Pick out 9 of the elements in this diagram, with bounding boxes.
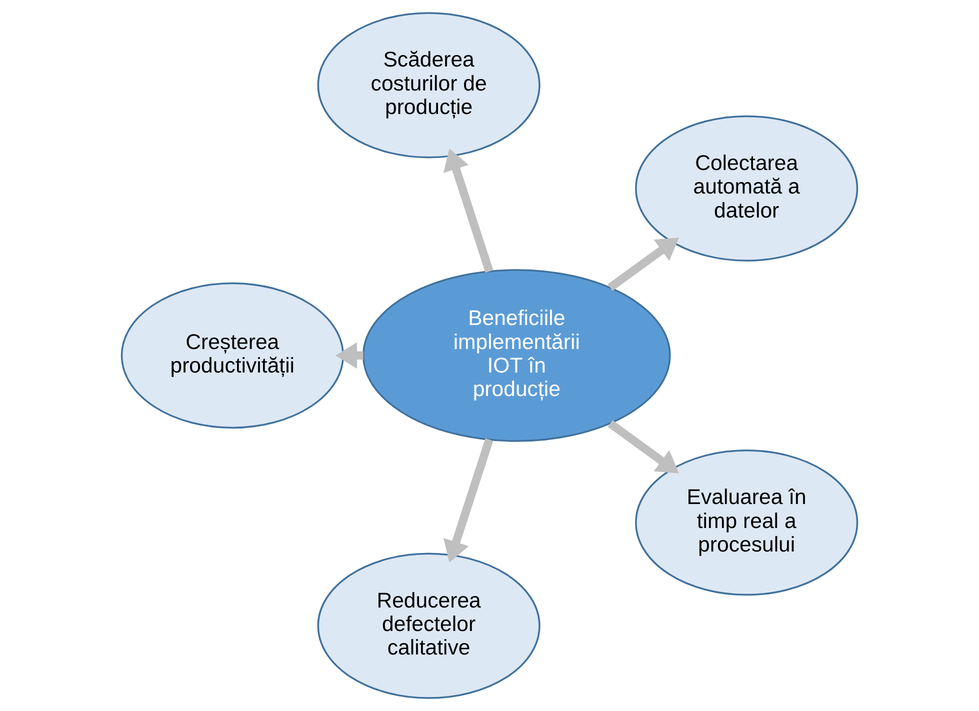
- arrow: [335, 342, 364, 369]
- arrow: [608, 420, 679, 474]
- node-ellipse: Beneficiile implementării IOT în producție: [362, 269, 671, 442]
- arrow: [608, 238, 679, 291]
- node-ellipse: Creșterea productivității: [120, 282, 344, 429]
- arrow: [443, 438, 494, 563]
- node-ellipse: Scăderea costurilor de producție: [317, 12, 540, 158]
- arrow: [443, 148, 494, 273]
- node-ellipse: Reducerea defectelor calitative: [317, 552, 540, 699]
